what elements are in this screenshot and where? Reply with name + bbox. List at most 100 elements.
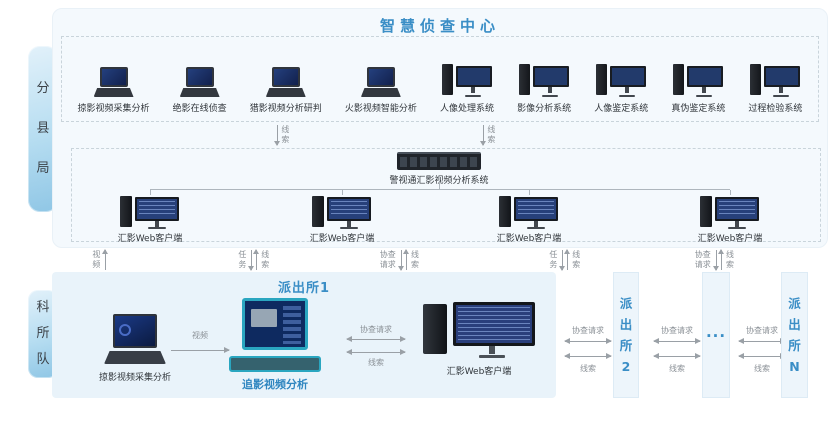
- station-web-client-label: 汇影Web客户端: [446, 367, 512, 377]
- station-n-label: 派出所N: [788, 296, 801, 374]
- web-client-label: 汇影Web客户端: [697, 234, 763, 244]
- desktop-icon: [441, 63, 492, 97]
- device-label: 人像处理系统: [439, 104, 494, 114]
- laptop-icon: [179, 67, 220, 97]
- device-label: 火影视频智能分析: [344, 104, 417, 114]
- laptop-icon: [360, 67, 401, 97]
- station-2-box: 派出所2: [613, 272, 639, 398]
- device-online-investigation: 绝影在线侦查: [173, 67, 227, 114]
- analysis-server: 警视通汇影视频分析系统: [359, 152, 519, 186]
- station-1-title: 派出所1: [277, 281, 331, 296]
- desktop-icon: [312, 195, 372, 229]
- request-clue-links: 协查请求 线索: [344, 324, 408, 368]
- down-arrow-icon: [274, 125, 280, 146]
- flow-video-up: 视频: [92, 248, 108, 272]
- up-arrow-icon: [101, 249, 108, 270]
- drop-line: [150, 190, 151, 195]
- flow-label: 线索: [410, 250, 419, 269]
- flow-label: 协查请求: [379, 250, 396, 269]
- flow-label: 任务: [238, 250, 247, 269]
- down-arrow-icon: [558, 250, 565, 271]
- right-arrow-icon: [171, 347, 230, 353]
- laptop-icon: [265, 67, 306, 97]
- clue-label: 线索: [669, 364, 685, 373]
- double-arrow-icon: [564, 353, 612, 359]
- request-label: 协查请求: [572, 326, 604, 335]
- device-label: 人像鉴定系统: [594, 104, 649, 114]
- desktop-icon: [750, 63, 801, 97]
- double-arrow-icon: [653, 338, 701, 344]
- flow-task-clue: 任务 线索: [238, 248, 270, 272]
- up-arrow-icon: [717, 249, 724, 270]
- tab-subcounty-bureau-label: 分县局: [36, 81, 50, 176]
- clue-label: 线索: [580, 364, 596, 373]
- device-image-analysis: 影像分析系统: [517, 63, 571, 114]
- flow-label: 协查请求: [694, 250, 711, 269]
- clue-downlink: 线索: [480, 125, 496, 146]
- connector-line: [439, 182, 440, 189]
- up-arrow-icon: [563, 249, 570, 270]
- web-client-label: 汇影Web客户端: [117, 234, 183, 244]
- analysis-cluster-panel: 警视通汇影视频分析系统 汇影Web客户端 汇影Web客户端 汇影Web客户端: [71, 148, 821, 244]
- station-link-group: 协查请求 线索: [649, 325, 705, 374]
- server-icon: [397, 152, 481, 170]
- web-client: 汇影Web客户端: [282, 195, 402, 244]
- analyzer-label: 追影视频分析: [242, 378, 308, 391]
- station-1-panel: 派出所1 掠影视频采集分析 视频 追影视频分析 协查请求 线索 汇影Web客户端: [52, 272, 556, 398]
- web-client: 汇影Web客户端: [469, 195, 589, 244]
- server-label: 警视通汇影视频分析系统: [389, 176, 489, 186]
- station-ellipsis-box: ...: [702, 272, 730, 398]
- device-video-research: 猎影视频分析研判: [250, 67, 322, 114]
- desktop-icon: [120, 195, 180, 229]
- desktop-icon: [423, 302, 535, 358]
- up-arrow-icon: [402, 249, 409, 270]
- double-arrow-icon: [738, 338, 786, 344]
- desktop-icon: [499, 195, 559, 229]
- clue-label: 线索: [754, 364, 770, 373]
- collector-unit: 掠影视频采集分析: [70, 314, 200, 383]
- device-label: 真伪鉴定系统: [671, 104, 726, 114]
- station-web-client: 汇影Web客户端: [414, 302, 544, 377]
- device-video-capture: 掠影视频采集分析: [78, 67, 150, 114]
- device-label: 影像分析系统: [517, 104, 572, 114]
- flow-label: 线索: [725, 250, 734, 269]
- request-label: 协查请求: [746, 326, 778, 335]
- flow-label: 任务: [549, 250, 558, 269]
- bus-line: [150, 189, 730, 190]
- device-portrait-identification: 人像鉴定系统: [594, 63, 648, 114]
- down-arrow-icon: [247, 250, 254, 271]
- flow-request-clue: 协查请求 线索: [379, 248, 419, 272]
- web-client-label: 汇影Web客户端: [496, 234, 562, 244]
- double-arrow-icon: [346, 336, 406, 342]
- station-2-label: 派出所2: [619, 296, 633, 374]
- flow-request-clue: 协查请求 线索: [694, 248, 734, 272]
- smart-investigation-center-panel: 智慧侦查中心 掠影视频采集分析 绝影在线侦查 猎影视频分析研判 火影视频智能分析: [52, 8, 828, 248]
- request-label: 协查请求: [661, 326, 693, 335]
- drop-line: [342, 190, 343, 195]
- video-flow: 视频: [170, 330, 230, 353]
- flow-task-clue: 任务 线索: [549, 248, 581, 272]
- device-label: 绝影在线侦查: [172, 104, 227, 114]
- flow-label: 线索: [261, 250, 270, 269]
- desktop-icon: [700, 195, 760, 229]
- device-process-inspection: 过程检验系统: [748, 63, 802, 114]
- analyzer-unit: 追影视频分析: [215, 298, 335, 392]
- down-arrow-icon: [397, 250, 404, 271]
- desktop-icon: [519, 63, 570, 97]
- desktop-icon: [673, 63, 724, 97]
- double-arrow-icon: [738, 353, 786, 359]
- device-grid: 掠影视频采集分析 绝影在线侦查 猎影视频分析研判 火影视频智能分析 人像处理系统…: [61, 36, 819, 122]
- down-arrow-icon: [480, 125, 486, 146]
- device-label: 过程检验系统: [748, 104, 803, 114]
- tab-section-team-label: 科所队: [36, 300, 50, 367]
- laptop-icon: [93, 67, 134, 97]
- web-client: 汇影Web客户端: [670, 195, 790, 244]
- device-smart-analysis: 火影视频智能分析: [345, 67, 417, 114]
- station-n-box: 派出所N: [781, 272, 808, 398]
- flow-label: 视频: [92, 250, 101, 269]
- drop-line: [730, 190, 731, 195]
- clue-label: 线索: [281, 125, 290, 144]
- request-label: 协查请求: [360, 325, 392, 334]
- web-client-label: 汇影Web客户端: [309, 234, 375, 244]
- ellipsis-label: ...: [705, 323, 727, 341]
